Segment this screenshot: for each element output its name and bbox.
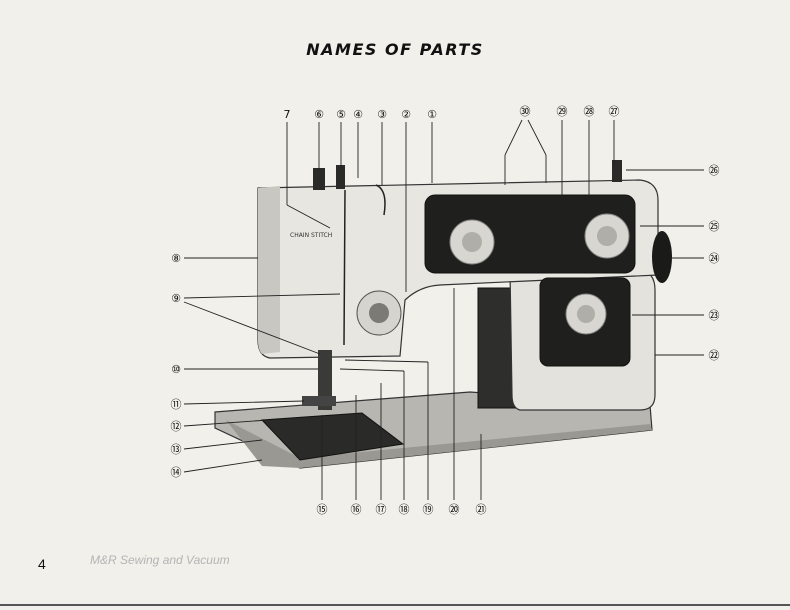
callout-25: ㉕ — [709, 220, 720, 233]
bottom-rule — [0, 604, 790, 606]
front-knob-center — [369, 303, 389, 323]
callout-14: ⑭ — [171, 466, 182, 479]
spool-pin-right — [336, 165, 345, 189]
spool-pin-left — [313, 168, 325, 190]
callout-18: ⑱ — [399, 503, 410, 516]
callout-8: ⑧ — [171, 252, 181, 265]
callout-19: ⑲ — [423, 503, 434, 516]
callout-30: ㉚ — [520, 105, 531, 118]
lower-dial-center — [577, 305, 595, 323]
page-title: NAMES OF PARTS — [306, 40, 484, 59]
callout-11: ⑪ — [171, 398, 182, 411]
callout-24: ㉔ — [709, 252, 720, 265]
base-edge — [226, 420, 652, 468]
callout-6: ⑥ — [314, 108, 324, 121]
callout-17: ⑰ — [376, 503, 387, 516]
callout-3: ③ — [377, 108, 387, 121]
needle-plate — [260, 412, 405, 461]
upper-left-dial-center — [462, 232, 482, 252]
callout-21: ㉑ — [476, 503, 487, 516]
callout-29: ㉙ — [557, 105, 568, 118]
presser-foot — [302, 396, 336, 406]
callout-20: ⑳ — [449, 503, 460, 516]
callout-15: ⑮ — [317, 503, 328, 516]
machine-model-label: CHAIN STITCH — [290, 232, 332, 239]
needle-bar — [318, 350, 332, 410]
callout-13: ⑬ — [171, 443, 182, 456]
callout-26: ㉖ — [709, 164, 720, 177]
callout-2: ② — [401, 108, 411, 121]
callout-9: ⑨ — [171, 292, 181, 305]
callout-16: ⑯ — [351, 503, 362, 516]
leader-lines — [183, 119, 704, 500]
bobbin-winder — [612, 160, 622, 182]
callout-28: ㉘ — [584, 105, 595, 118]
callout-23: ㉓ — [709, 309, 720, 322]
callout-12: ⑫ — [171, 420, 182, 433]
callout-4: ④ — [353, 108, 363, 121]
handwheel — [652, 231, 672, 283]
callout-1: ① — [427, 108, 437, 121]
thread-path — [343, 184, 386, 346]
watermark: M&R Sewing and Vacuum — [90, 553, 230, 567]
page-number: 4 — [38, 556, 46, 572]
callout-27: ㉗ — [609, 105, 620, 118]
callout-10: ⑩ — [171, 363, 181, 376]
upper-right-dial-center — [597, 226, 617, 246]
callout-7: 7 — [284, 108, 291, 121]
callout-numbers: ① ② ③ ④ ⑤ ⑥ 7 ⑧ ⑨ ⑩ ⑪ ⑫ ⑬ ⑭ ⑮ ⑯ ⑰ ⑱ ⑲ ⑳ … — [171, 105, 720, 516]
face-plate — [258, 186, 280, 354]
callout-5: ⑤ — [336, 108, 346, 121]
callout-22: ㉒ — [709, 349, 720, 362]
